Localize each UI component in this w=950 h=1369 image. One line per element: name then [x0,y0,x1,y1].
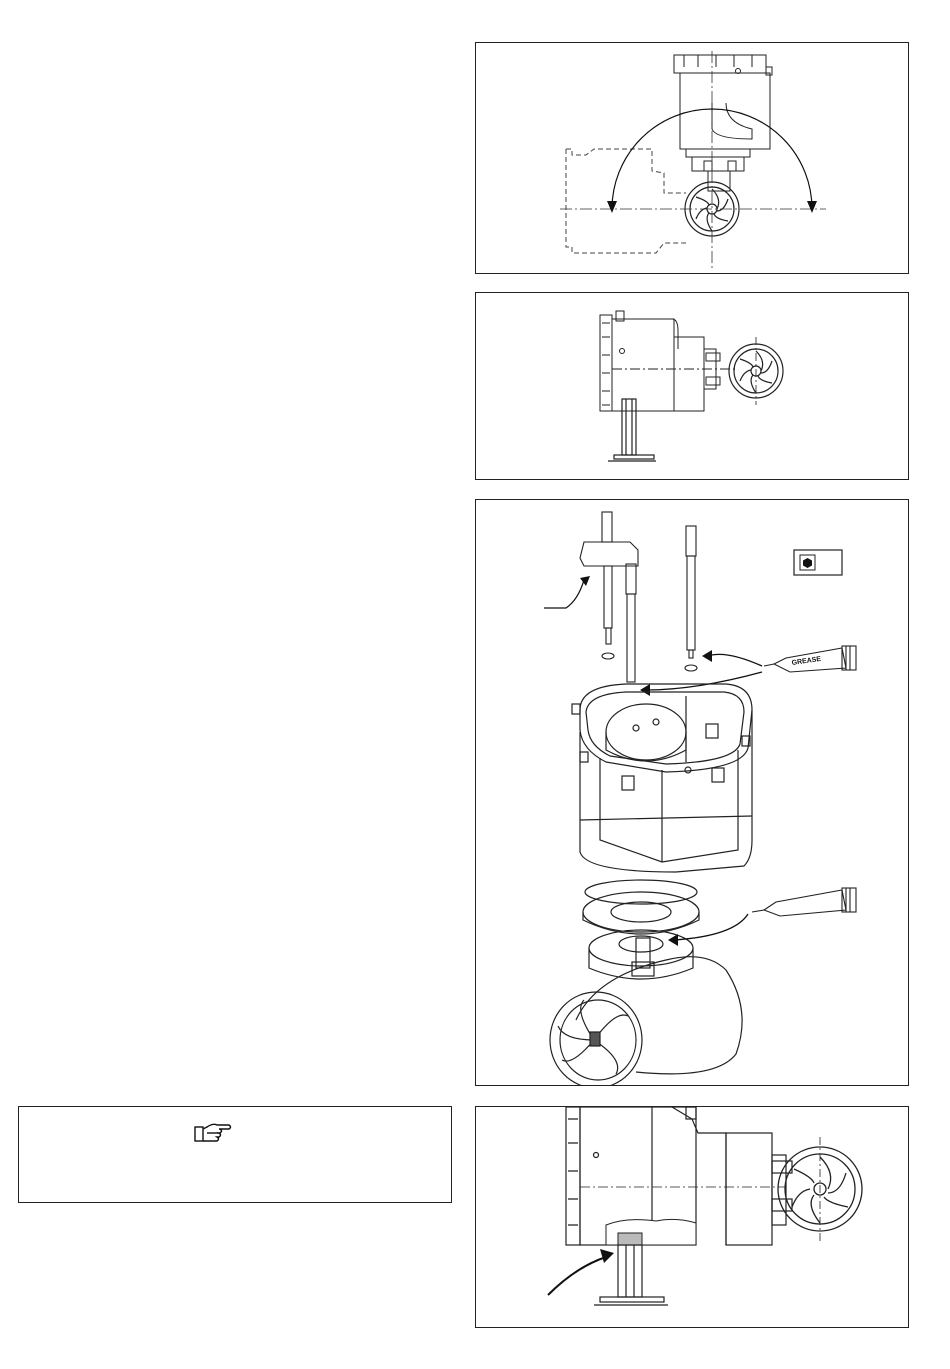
figure-rotation-range [475,42,909,274]
figure-closeup-side-view [475,1106,909,1328]
grease-tube-icon-2 [752,888,856,916]
pointing-hand-icon [193,1121,233,1143]
figure-side-view [475,292,909,480]
figure-exploded-assembly: GREASE [475,499,909,1086]
side-view-drawing [476,293,909,480]
closeup-side-view-drawing [476,1107,909,1328]
note-box [18,1106,452,1203]
grease-tube-label: GREASE [791,656,822,667]
exploded-assembly-drawing: GREASE [476,500,909,1086]
hex-key-icon [794,550,842,575]
rotation-diagram-drawing [476,43,909,274]
